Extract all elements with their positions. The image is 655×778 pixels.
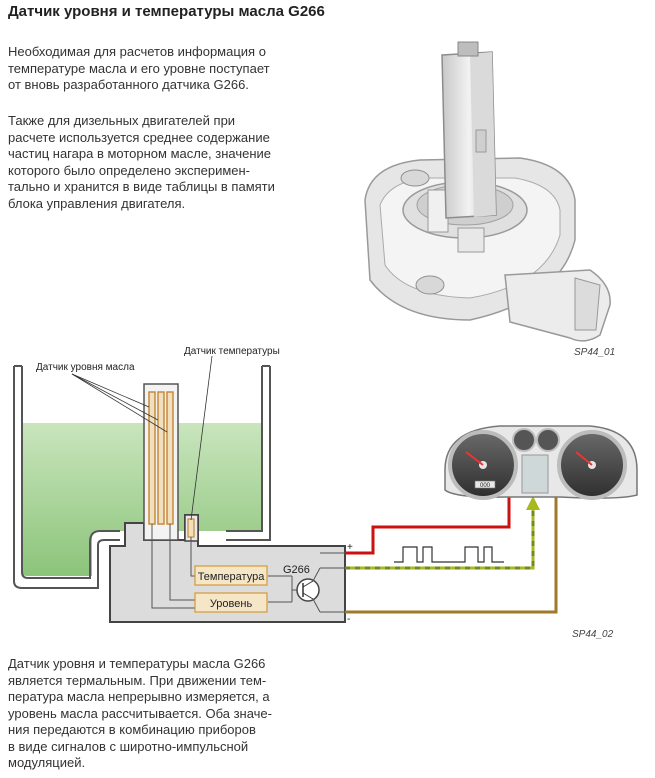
description-paragraph: Датчик уровня и температуры масла G266 я… [8, 656, 272, 770]
plus-sign: + [347, 542, 353, 553]
level-sensor-label: Датчик уровня масла [36, 362, 135, 373]
sensor-housing [109, 383, 346, 623]
intro-paragraph: Необходимая для расчетов информация о те… [8, 44, 270, 92]
temperature-box [194, 565, 268, 586]
diesel-paragraph: Также для дизельных двигателей при расче… [8, 113, 275, 211]
temperature-label: Температура [198, 571, 266, 583]
minus-sign: - [347, 614, 350, 625]
cluster-display: 000 [480, 483, 491, 489]
diagram-caption: SP44_02 [572, 629, 614, 640]
instrument-cluster [444, 425, 638, 500]
plus-wire [345, 495, 511, 555]
sensor-photo [364, 41, 611, 342]
photo-caption: SP44_01 [574, 347, 616, 358]
signal-wire [345, 508, 535, 570]
temp-sensor-label: Датчик температуры [184, 346, 280, 357]
level-label: Уровень [210, 598, 253, 610]
component-label: G266 [283, 564, 310, 576]
level-box [194, 592, 268, 613]
pwm-signal [394, 546, 504, 563]
minus-wire [345, 495, 558, 614]
page-title: Датчик уровня и температуры масла G266 [8, 3, 325, 20]
oil-pan [13, 365, 271, 589]
